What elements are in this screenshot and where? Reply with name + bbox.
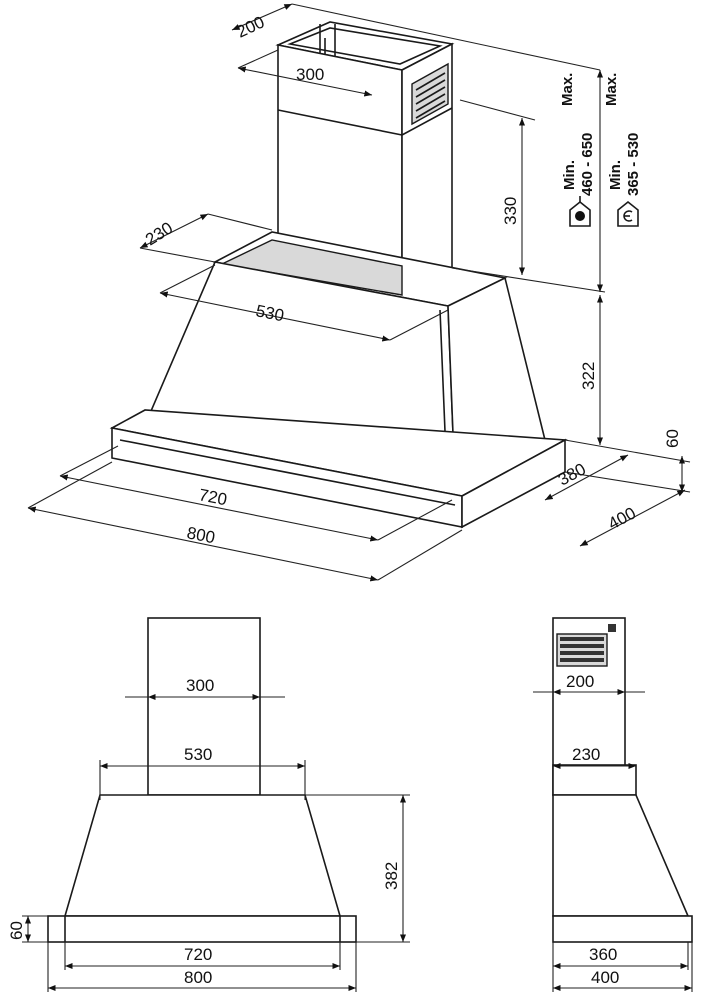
min-label-1: Min. [561, 160, 578, 190]
dim-base-outer-depth: 400 [579, 489, 686, 547]
install-heights: Max. Max. Min. Min. 460 - 650 365 - 530 [559, 73, 642, 227]
dim-label-base-outer-width: 800 [185, 523, 216, 547]
dim-label-base-height: 60 [663, 429, 682, 448]
dim-label-front-base-inner: 720 [184, 945, 212, 964]
dim-label-front-canopy-top: 530 [184, 745, 212, 764]
dim-canopy-top-width: 530 [159, 264, 449, 342]
dim-label-canopy-height: 322 [579, 362, 598, 390]
front-canopy [63, 794, 342, 917]
side-base [552, 915, 693, 943]
recirculation-mode-icon [617, 200, 639, 227]
dim-label-side-canopy-top: 230 [572, 745, 600, 764]
min-label-2: Min. [607, 160, 624, 190]
front-chimney [147, 617, 261, 796]
dim-side-canopy-top: 230 [553, 745, 636, 770]
side-canopy-top [552, 764, 637, 796]
dim-chimney-width: 300 [237, 49, 373, 97]
dim-label-front-base-height: 60 [7, 921, 26, 940]
dim-label-front-canopy-height: 382 [382, 862, 401, 890]
dim-label-chimney-height: 330 [501, 197, 520, 225]
dim-canopy-height: 322 [564, 295, 691, 463]
side-canopy [552, 794, 690, 917]
dim-label-chimney-width: 300 [296, 65, 324, 84]
side-chimney-grille [556, 624, 616, 667]
front-view: 300 530 382 60 720 [7, 617, 410, 992]
side-view: 200 230 360 400 [533, 617, 693, 992]
dim-front-base-outer: 800 [47, 942, 357, 992]
dim-label-side-base-inner: 360 [589, 945, 617, 964]
extraction-range: 460 - 650 [579, 133, 596, 196]
dim-side-chimney-depth: 200 [533, 672, 645, 696]
dim-base-height: 60 [564, 429, 691, 493]
front-base [47, 915, 357, 943]
dim-front-canopy-top: 530 [99, 745, 306, 800]
dim-label-base-outer-depth: 400 [605, 503, 639, 533]
dim-front-base-inner: 720 [64, 942, 341, 970]
dim-front-canopy-height: 382 [305, 794, 410, 943]
extraction-mode-icon [569, 196, 591, 227]
chimney-grille [411, 62, 449, 126]
dim-front-base-height: 60 [7, 915, 48, 943]
dim-label-base-inner-width: 720 [197, 485, 228, 509]
dim-side-base-outer: 400 [552, 942, 693, 992]
dim-base-outer-width: 800 [27, 461, 463, 582]
dim-front-chimney-width: 300 [125, 676, 285, 701]
dim-label-side-base-outer: 400 [591, 968, 619, 987]
dim-chimney-height: 330 [451, 99, 606, 293]
dim-label-front-chimney-width: 300 [186, 676, 214, 695]
dim-label-side-chimney-depth: 200 [566, 672, 594, 691]
max-label-1: Max. [559, 73, 576, 106]
recirculation-range: 365 - 530 [625, 133, 642, 196]
chimney-body [277, 42, 453, 297]
dim-base-inner-width: 720 [59, 445, 453, 542]
dim-label-front-base-outer: 800 [184, 968, 212, 987]
isometric-view: 200 300 330 230 [27, 3, 691, 582]
max-label-2: Max. [603, 73, 620, 106]
dim-side-base-inner: 360 [553, 942, 689, 970]
